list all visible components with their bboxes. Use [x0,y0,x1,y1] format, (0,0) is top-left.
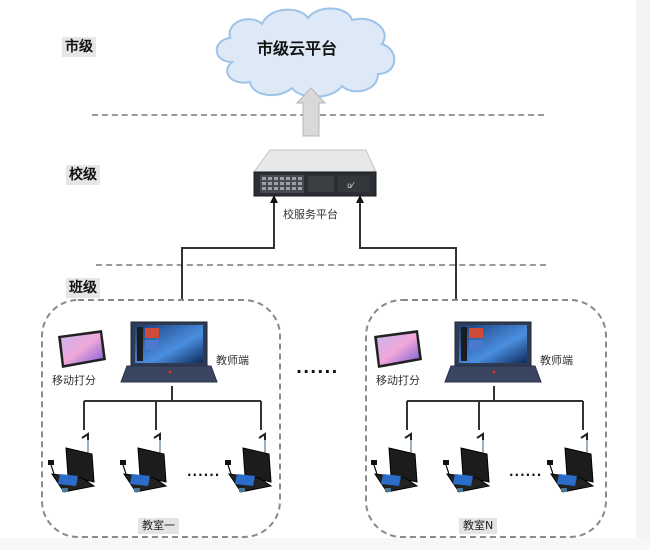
mobile-scoring-label: 移动打分 [376,374,420,387]
more-devices-ellipsis: ······ [187,468,221,482]
student-terminal-icon [442,433,490,493]
connector-roomN-to-server [356,195,457,300]
teacher-terminal-label: 教师端 [216,354,249,367]
classroom-boundary-n [365,299,607,538]
classroom-name: 教室一 [138,518,179,534]
school-platform-label: 校服务平台 [283,208,338,221]
cloud-icon [215,7,396,98]
mobile-scoring-label: 移动打分 [52,374,96,387]
laptop-icon [120,321,218,383]
student-terminal-icon [119,433,167,493]
classroom-name: 教室N [459,518,498,534]
page-edge [636,0,650,550]
tablet-icon [374,330,422,368]
student-terminal-icon [47,433,95,493]
more-classrooms-ellipsis: ······ [296,362,339,381]
page-edge-bottom [0,538,650,550]
svg-text:ʋ⁄: ʋ⁄ [347,181,355,190]
level-label-school: 校级 [66,165,100,185]
upload-arrow-icon [295,87,327,137]
city-cloud-platform-label: 市级云平台 [256,39,337,58]
connector-room1-to-server [181,195,278,300]
classroom-boundary-1 [41,299,281,538]
student-terminal-icon [370,433,418,493]
student-terminal-icon [546,433,594,493]
level-label-class: 班级 [66,278,100,298]
laptop-icon [444,321,542,383]
tablet-icon [58,330,106,368]
student-terminal-icon [224,433,272,493]
device-tree-room1 [83,386,262,430]
level-label-city: 市级 [62,37,96,57]
more-devices-ellipsis: ······ [509,468,543,482]
teacher-terminal-label: 教师端 [540,354,573,367]
rack-server-icon: ʋ⁄ [253,149,377,197]
device-tree-roomN [406,386,584,430]
divider-school-class [96,264,546,266]
